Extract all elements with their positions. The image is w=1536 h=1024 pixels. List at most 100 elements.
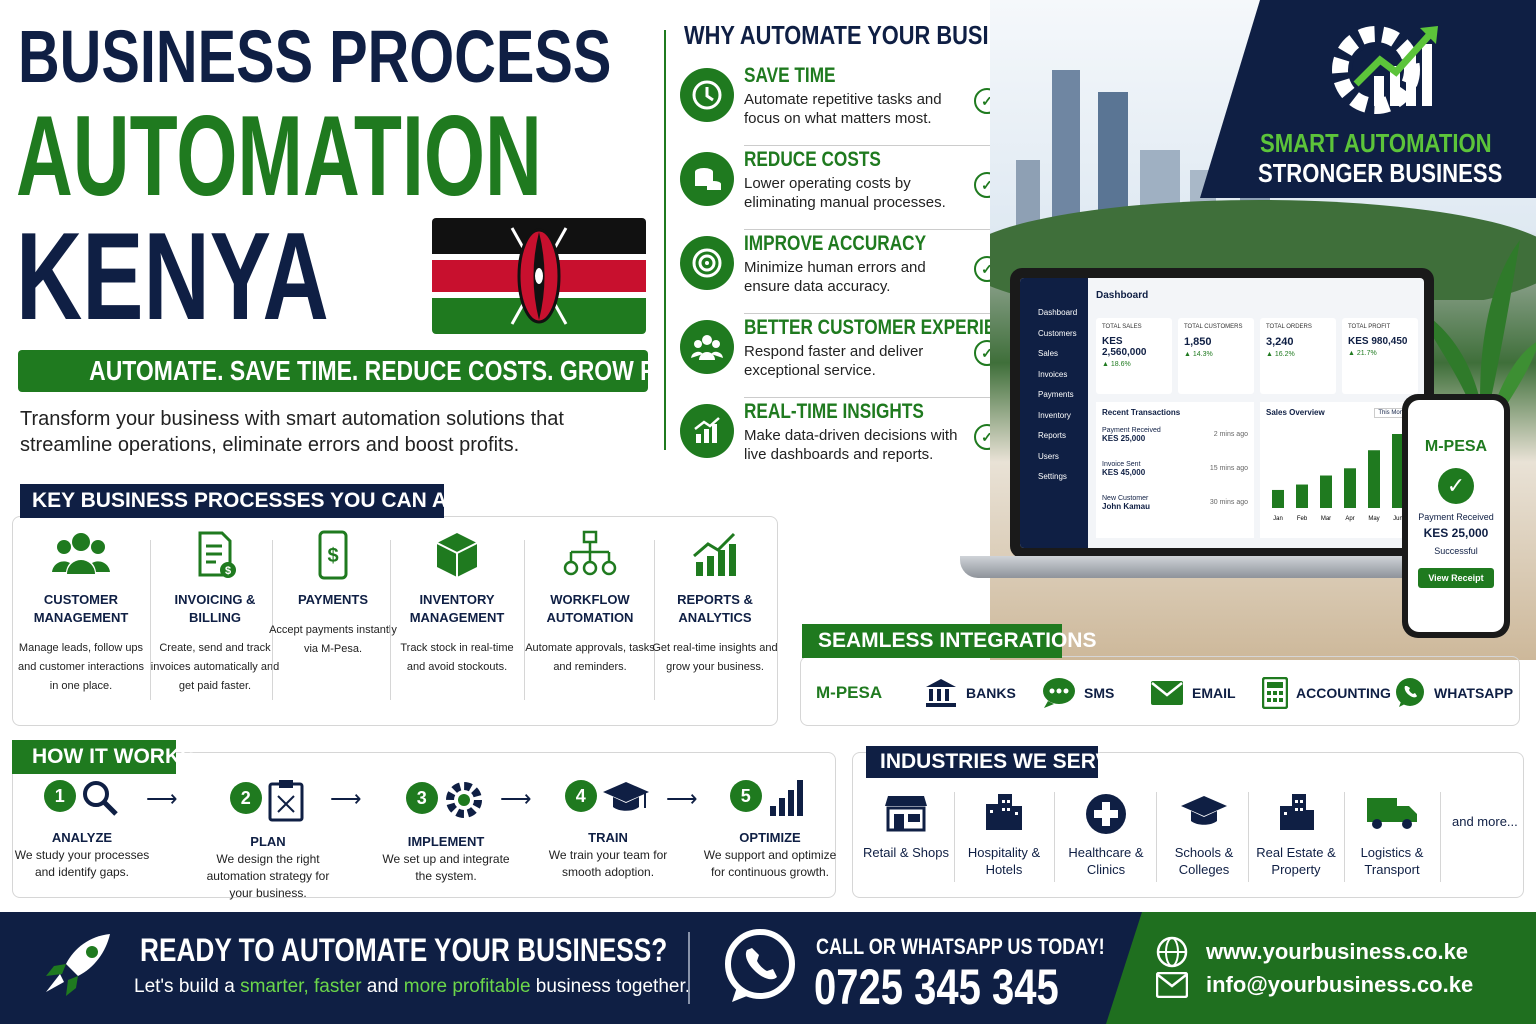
step-item: 4 TRAIN We train your team for smooth ad… xyxy=(538,778,678,881)
chat-bubble-icon xyxy=(1043,678,1075,708)
headline-line-2: AUTOMATION xyxy=(16,93,542,220)
headline-line-1: BUSINESS PROCESS xyxy=(18,15,612,98)
integration-accounting: ACCOUNTING xyxy=(1262,676,1391,710)
kpi-label: TOTAL SALES xyxy=(1102,324,1142,330)
step-desc: We train your team for smooth adoption. xyxy=(548,848,668,879)
sales-bar xyxy=(1320,475,1332,508)
footer-heading: READY TO AUTOMATE YOUR BUSINESS? xyxy=(140,932,668,968)
gear-icon xyxy=(446,782,483,818)
sidebar-item[interactable]: Inventory xyxy=(1038,410,1071,420)
step-desc: We support and optimize for continuous g… xyxy=(703,848,837,879)
industries-more: and more... xyxy=(1452,814,1518,829)
benefit-desc: Respond faster and deliver exceptional s… xyxy=(744,343,924,379)
payment-status: Payment Received xyxy=(1418,512,1494,522)
industries-box xyxy=(852,752,1524,898)
integration-label: M-PESA xyxy=(816,683,883,702)
benefit-desc: Lower operating costs by eliminating man… xyxy=(744,175,946,211)
integrations-title: SEAMLESS INTEGRATIONS xyxy=(802,624,1096,658)
laptop-dashboard: Dashboard Customers Sales Invoices Payme… xyxy=(1010,268,1434,558)
website-text[interactable]: www.yourbusiness.co.ke xyxy=(1206,939,1469,964)
transaction-time: 15 mins ago xyxy=(1209,465,1248,472)
whatsapp-icon[interactable] xyxy=(720,926,800,1006)
kpi-value: 3,240 xyxy=(1266,336,1294,348)
view-receipt-button[interactable]: View Receipt xyxy=(1418,568,1494,588)
target-icon xyxy=(680,236,734,290)
transaction-row: Invoice Sent KES 45,000 15 mins ago xyxy=(1102,461,1248,495)
email-text[interactable]: info@yourbusiness.co.ke xyxy=(1206,972,1474,997)
email-link[interactable]: info@yourbusiness.co.ke xyxy=(1156,972,1473,998)
sidebar-item[interactable]: Settings xyxy=(1038,472,1067,481)
process-desc: Create, send and track invoices automati… xyxy=(150,642,280,692)
month-label: May xyxy=(1368,516,1379,522)
divider xyxy=(1248,792,1249,882)
integration-label: WHATSAPP xyxy=(1434,685,1514,701)
industry-label: Hospitality & Hotels xyxy=(967,845,1041,877)
step-desc: We study your processes and identify gap… xyxy=(14,848,150,879)
sidebar-item[interactable]: Payments xyxy=(1038,390,1074,399)
sales-bar xyxy=(1272,489,1284,508)
buildings-icon xyxy=(1280,794,1314,830)
industry-label: Schools & Colleges xyxy=(1174,845,1234,877)
banner-line-1: SMART AUTOMATION xyxy=(1260,128,1492,158)
benefit-title: REDUCE COSTS xyxy=(744,148,881,171)
sidebar-item[interactable]: Customers xyxy=(1038,328,1077,338)
benefit-title: IMPROVE ACCURACY xyxy=(744,232,927,255)
dashboard-screen: Dashboard Customers Sales Invoices Payme… xyxy=(1020,278,1424,548)
customers-icon xyxy=(52,533,110,574)
transaction-value: KES 45,000 xyxy=(1102,468,1146,477)
industry-item: Retail & Shops xyxy=(856,792,956,861)
process-title: INVOICING & BILLING xyxy=(174,592,256,625)
bar-growth-icon xyxy=(770,780,804,816)
sidebar-item[interactable]: Sales xyxy=(1038,349,1059,358)
integration-label: ACCOUNTING xyxy=(1296,685,1391,701)
divider xyxy=(954,792,955,882)
workflow-icon xyxy=(563,530,617,576)
step-title: OPTIMIZE xyxy=(739,830,801,845)
industry-label: Logistics & Transport xyxy=(1360,845,1424,877)
footer-subtext: Let's build a smarter, faster and more p… xyxy=(134,976,690,998)
divider xyxy=(744,397,1000,398)
process-desc: Get real-time insights and grow your bus… xyxy=(652,642,778,673)
dashboard-title: Dashboard xyxy=(1096,290,1149,301)
integration-banks: BANKS xyxy=(924,676,1016,710)
industry-item: Logistics & Transport xyxy=(1342,792,1442,878)
process-title: WORKFLOW AUTOMATION xyxy=(546,592,634,625)
industry-label: Retail & Shops xyxy=(863,845,949,860)
how-it-works-box xyxy=(12,752,836,898)
divider xyxy=(1344,792,1345,882)
process-desc: Track stock in real-time and avoid stock… xyxy=(400,642,514,673)
benefit-item: REAL-TIME INSIGHTS Make data-driven deci… xyxy=(680,400,1000,482)
sidebar-item[interactable]: Dashboard xyxy=(1038,308,1078,317)
divider xyxy=(390,540,391,700)
process-desc: Automate approvals, tasks and reminders. xyxy=(525,642,655,673)
panel-title: Sales Overview xyxy=(1266,408,1325,417)
step-item: 1 ANALYZE We study your processes and id… xyxy=(12,778,152,881)
integration-label: SMS xyxy=(1084,685,1115,701)
svg-text:$: $ xyxy=(225,565,231,577)
kpi-change-value: 21.7% xyxy=(1356,350,1377,357)
phone-mockup: M-PESA ✓ Payment Received KES 25,000 Suc… xyxy=(1402,394,1510,638)
industry-label: Healthcare & Clinics xyxy=(1068,845,1144,877)
sidebar-item[interactable]: Users xyxy=(1038,451,1059,461)
payment-amount: KES 25,000 xyxy=(1423,526,1489,540)
coins-icon xyxy=(680,152,734,206)
sidebar-item[interactable]: Invoices xyxy=(1038,369,1068,379)
chart-icon xyxy=(680,404,734,458)
transaction-row: Payment Received KES 25,000 2 mins ago xyxy=(1102,427,1248,461)
sidebar-item[interactable]: Reports xyxy=(1038,431,1067,440)
process-desc: Manage leads, follow ups and customer in… xyxy=(18,642,144,692)
industry-item: Real Estate & Property xyxy=(1246,792,1346,878)
process-item: INVENTORY MANAGEMENT Track stock in real… xyxy=(392,530,522,677)
whatsapp-icon xyxy=(1396,678,1424,707)
website-link[interactable]: www.yourbusiness.co.ke xyxy=(1156,936,1468,968)
process-item: WORKFLOW AUTOMATION Automate approvals, … xyxy=(525,530,655,677)
mobile-payment-icon: $ xyxy=(318,530,348,580)
divider xyxy=(744,229,1000,230)
footer-subtext-part: Let's build a xyxy=(134,976,241,997)
headline-line-3: KENYA xyxy=(16,208,329,346)
phone-number[interactable]: 0725 345 345 xyxy=(814,959,1059,1015)
integration-sms: SMS xyxy=(1042,676,1114,710)
divider xyxy=(150,540,151,700)
graduation-cap-icon xyxy=(1181,796,1227,825)
integration-email: EMAIL xyxy=(1150,676,1236,710)
